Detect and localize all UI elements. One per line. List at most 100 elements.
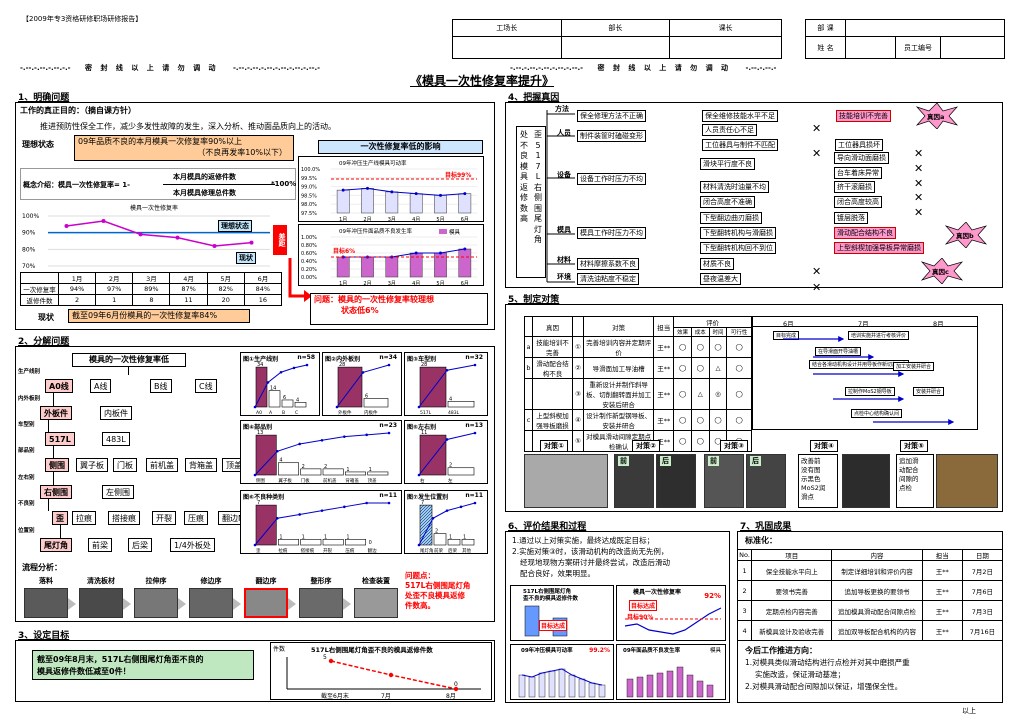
table-cell: 定期点检内容完善 — [751, 600, 833, 621]
data-point — [298, 442, 301, 446]
x-tick-label: 483L — [448, 410, 460, 416]
bar-value-label: 7 — [421, 500, 424, 506]
tree-node: 后梁 — [128, 538, 152, 552]
bar — [538, 672, 546, 698]
target-achieved-label: 目标达成 — [539, 620, 568, 631]
sec3-title: 3、设定目标 — [18, 631, 70, 641]
bar-value-label: 34 — [257, 362, 263, 368]
bar — [686, 674, 694, 698]
cause-box: 滑动配合结构不良 — [834, 227, 896, 239]
mini-chart-n: n=23 — [379, 422, 397, 429]
y-tick-label: 100.0% — [301, 167, 320, 173]
table-cell: ⑤ — [571, 430, 585, 452]
bar-value-label: 4 — [296, 397, 299, 403]
bar — [361, 256, 374, 278]
table-cell: 82% — [206, 283, 245, 295]
table-cell: ◯ — [690, 357, 710, 379]
target-label: 目标90% — [627, 614, 654, 621]
table-header: 时间 — [708, 327, 728, 337]
x-tick-label: 歪 — [256, 548, 261, 554]
table-cell: 王** — [921, 600, 963, 621]
reject-mark: ✕ — [812, 265, 822, 278]
cause-box: 镀层脱落 — [834, 212, 868, 224]
x-tick-label: C — [295, 410, 298, 416]
bar-value-label: 11 — [421, 430, 427, 436]
data-point — [445, 368, 449, 372]
table-header — [524, 316, 533, 337]
end-mark: 以上 — [962, 707, 976, 715]
sec6-text: 1.通过以上对策实施，最终达成既定目标； 2.实施对策③时，该滑动机构的改造尚无… — [512, 536, 670, 578]
table-cell: 97% — [95, 283, 134, 295]
reject-mark: ✕ — [812, 122, 822, 135]
table-cell: 重新设计并制作斜导板、切削翻转面并加工安装后研合 — [583, 378, 655, 410]
x-tick-label: 其他 — [462, 547, 471, 554]
x-tick-label: 翼子板 — [278, 477, 292, 484]
reject-mark: ✕ — [914, 206, 924, 219]
data-point — [365, 501, 368, 505]
table-header: 项目 — [751, 549, 833, 561]
cause-box: 保全修理方法不正确 — [577, 110, 646, 122]
table-header: 对策 — [583, 316, 655, 337]
table-cell — [532, 378, 573, 410]
bar — [458, 193, 472, 214]
mini-chart-n: n=58 — [297, 354, 315, 361]
tree-level-label: 车型别 — [18, 422, 35, 428]
data-point — [473, 501, 477, 505]
bar — [568, 674, 576, 698]
cause-box: 制件装筐时磕碰变形 — [577, 130, 646, 142]
gantt-task: 拉制作MoS2钢导板 — [845, 387, 895, 396]
x-tick-label: 背箱盖 — [345, 477, 359, 484]
table-cell: △ — [708, 357, 728, 379]
bar-value-label: 0 — [369, 540, 372, 546]
report-title: 【2009年专3资格研修职场研修报告】 — [22, 15, 143, 23]
root-cause-label: 真因b — [956, 231, 974, 240]
tree-node: 尾灯角 — [40, 538, 72, 552]
low-impact-title: 一次性修复率低的影响 — [318, 140, 483, 154]
flow-step-label: 清洗板材 — [87, 577, 115, 585]
table-cell: 3 — [736, 600, 753, 621]
data-point — [343, 505, 346, 509]
tree-connector — [53, 472, 54, 485]
before-tag: 前 — [708, 456, 719, 466]
tree-level-label: 左右别 — [18, 475, 35, 481]
table-cell: 4 — [736, 620, 753, 641]
table-cell: 滑动配合结构不良 — [532, 357, 573, 379]
tree-connector — [53, 393, 54, 406]
x-tick-label: 搭接痕 — [301, 547, 315, 554]
bar — [300, 468, 322, 476]
x-tick-label: 翻边 — [368, 547, 377, 554]
data-point — [453, 686, 459, 692]
cause-box: 清洗油粘度不稳定 — [577, 273, 639, 285]
bar-value-label: 1 — [324, 534, 327, 540]
fishbone-category: 方法 — [555, 105, 569, 113]
cause-box: 导向滑动面磨损 — [834, 152, 889, 164]
flow-problem: 问题点： 517L右侧围尾灯角 处歪不良模具返修 件数高。 — [405, 571, 471, 610]
bar — [528, 676, 536, 698]
y-tick-label: 100% — [22, 213, 39, 220]
data-point — [445, 509, 449, 512]
bar-value-label: 1 — [346, 534, 349, 540]
measure-note-line: 动配合 — [899, 466, 919, 474]
tree-level-label: 生产线别 — [18, 369, 41, 375]
root-cause-label: 真因a — [927, 112, 944, 121]
tree-node: 门板 — [113, 458, 137, 472]
x-tick-label: 2月 — [363, 217, 371, 223]
table-cell: ④ — [571, 409, 585, 431]
table-cell: 7月16日 — [961, 620, 1004, 641]
chart-title: 模具一次性修复率 — [633, 589, 682, 596]
bar-value-label: 2 — [302, 464, 305, 470]
bar — [385, 191, 399, 214]
tree-node: A线 — [90, 379, 112, 393]
cause-box: 下型翻边曲刃磨损 — [700, 212, 762, 224]
tree-node: 左侧围 — [102, 485, 134, 499]
cause-box: 工位器具与制件不匹配 — [702, 139, 778, 151]
cause-box: 材料清洗时油量不均 — [700, 181, 769, 193]
table-header — [571, 316, 585, 337]
